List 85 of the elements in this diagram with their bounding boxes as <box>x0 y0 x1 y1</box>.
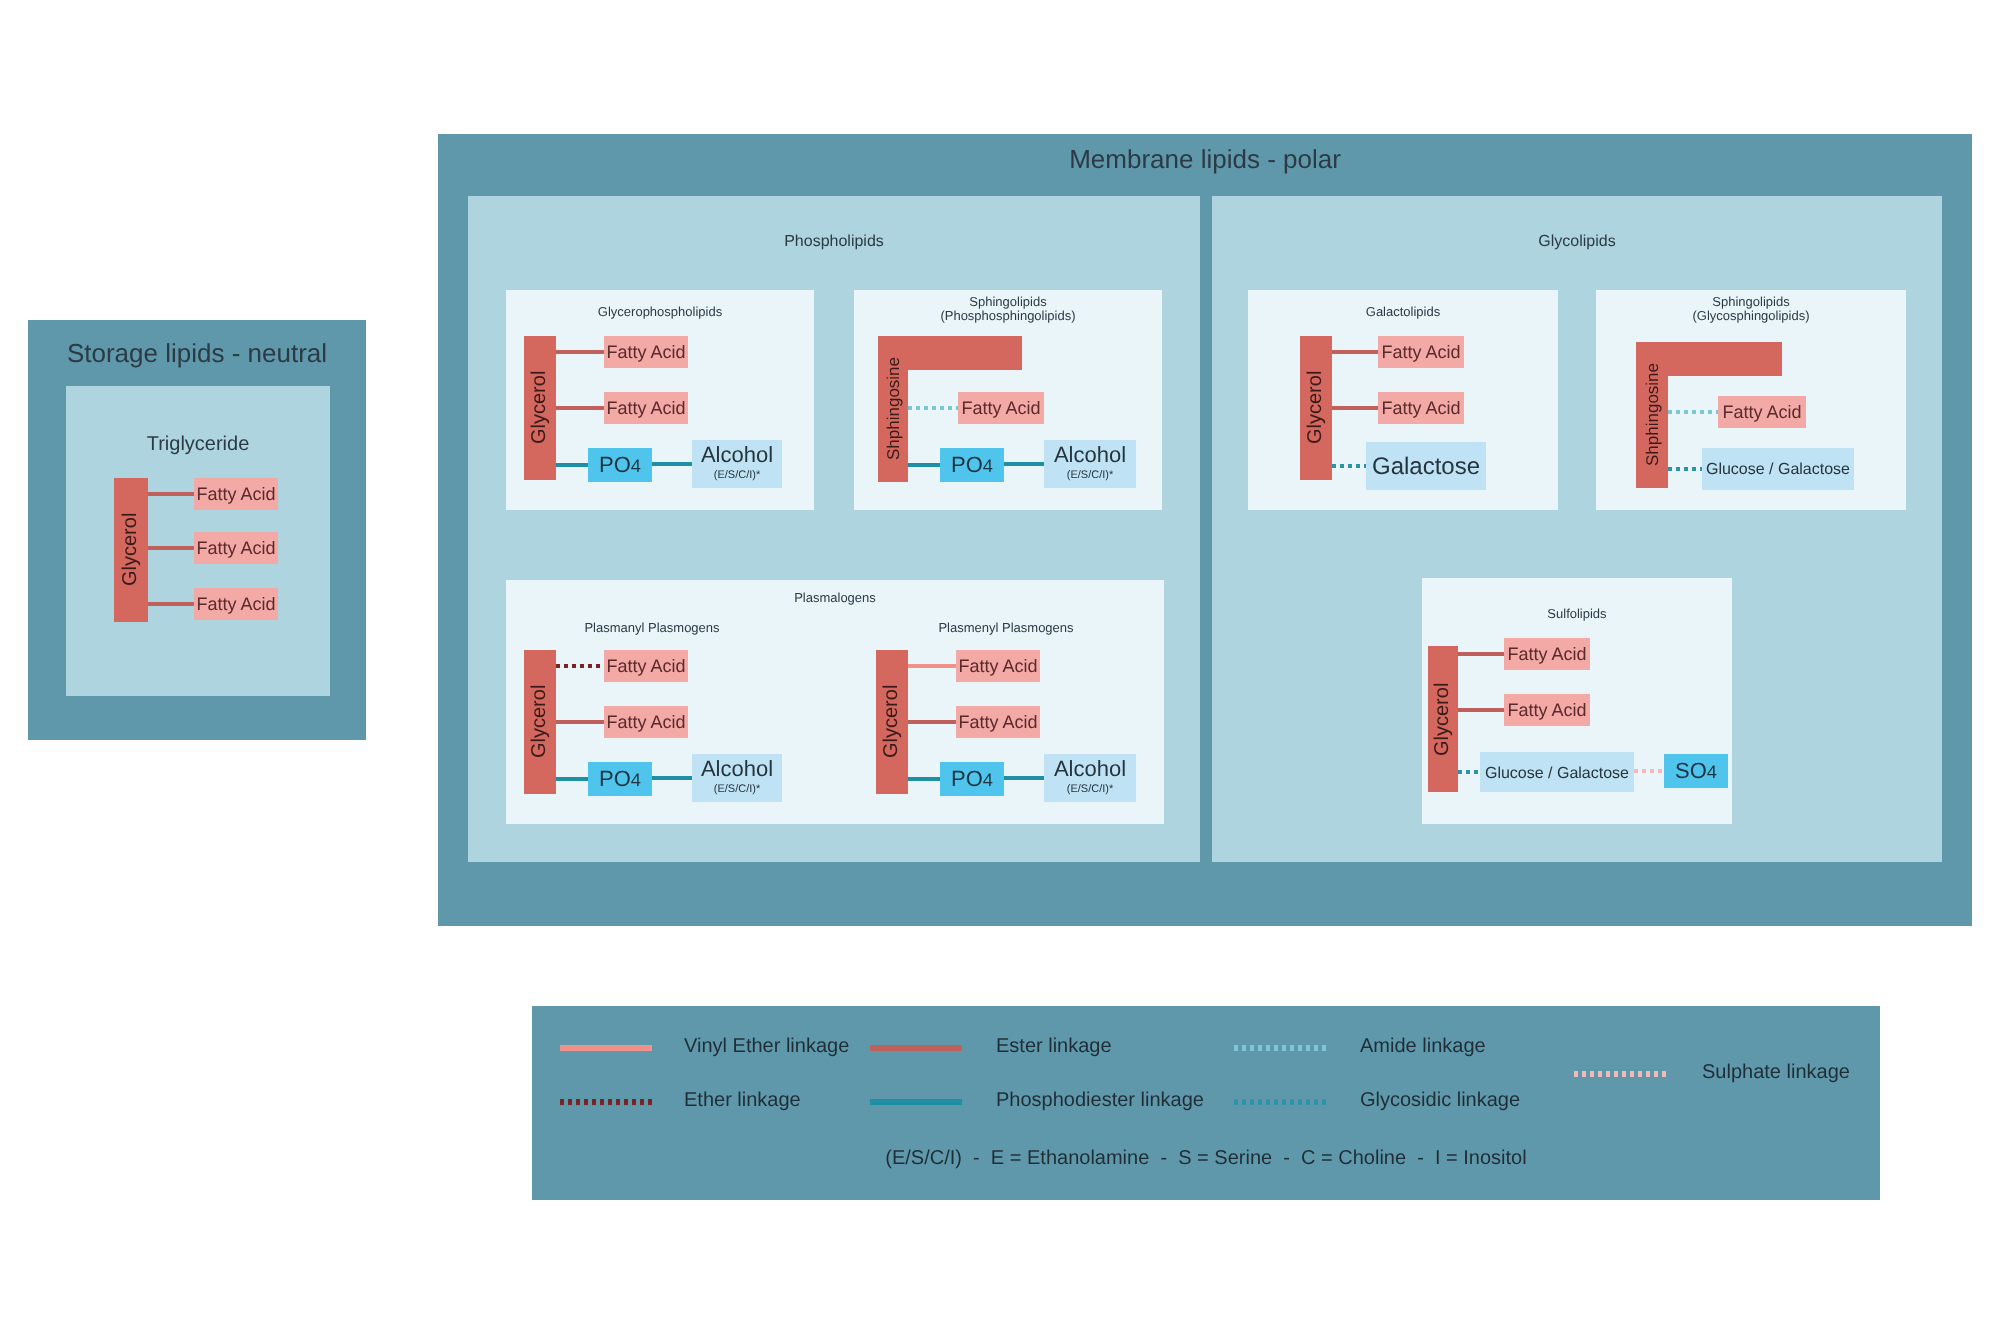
linkage-line <box>556 350 604 354</box>
linkage-line <box>556 664 604 668</box>
linkage-line <box>1004 462 1044 466</box>
linkage-line <box>1668 410 1718 414</box>
footnote: (E/S/C/I) - E = Ethanolamine - S = Serine - C = Choline - I = Inositol <box>885 1148 1527 1170</box>
legend-label: Amide linkage <box>1360 1036 1486 1058</box>
fatty-acid-block: Fatty Acid <box>194 478 278 510</box>
linkage-line <box>652 776 692 780</box>
linkage-line <box>1634 769 1664 773</box>
linkage-line <box>556 406 604 410</box>
linkage-line <box>148 602 194 606</box>
fatty-acid-block: Fatty Acid <box>1378 392 1464 424</box>
linkage-line <box>556 720 604 724</box>
linkage-line <box>1004 776 1044 780</box>
block-label: Alcohol <box>698 442 776 470</box>
heading: Storage lipids - neutral <box>64 340 330 370</box>
linkage-line <box>908 720 956 724</box>
fatty-acid-block: Fatty Acid <box>958 392 1044 424</box>
glycerol-bar: Glycerol <box>1428 646 1458 792</box>
glycerol-bar: Glycerol <box>1300 336 1332 480</box>
heading: Glycolipids <box>1536 232 1618 251</box>
fatty-acid-block: Fatty Acid <box>1504 638 1590 670</box>
fatty-acid-block: Fatty Acid <box>1378 336 1464 368</box>
subclass-card <box>1596 290 1906 510</box>
sugar-block: Glucose / Galactose <box>1480 752 1634 792</box>
block-label: Alcohol <box>698 756 776 784</box>
backbone-label: Shphingosine <box>881 355 905 465</box>
linkage-line <box>1332 350 1378 354</box>
fatty-acid-block: Fatty Acid <box>1718 396 1806 428</box>
alcohol-block <box>692 754 782 802</box>
fatty-acid-block: Fatty Acid <box>604 336 688 368</box>
alcohol-block <box>692 440 782 488</box>
legend-label: Ester linkage <box>996 1036 1112 1058</box>
heading: Triglyceride <box>144 434 252 457</box>
subclass-card <box>854 290 1162 510</box>
glycerol-bar: Glycerol <box>524 336 556 480</box>
alcohol-block <box>1044 440 1136 488</box>
linkage-line <box>1458 652 1504 656</box>
glycerol-bar: Glycerol <box>524 650 556 794</box>
linkage-line <box>908 463 940 467</box>
linkage-line <box>908 406 958 410</box>
linkage-line <box>1332 406 1378 410</box>
category-panel <box>66 386 330 696</box>
linkage-line <box>908 664 956 668</box>
block-label: Alcohol <box>1051 756 1129 784</box>
fatty-acid-block: Fatty Acid <box>194 532 278 564</box>
category-panel <box>468 196 1200 862</box>
linkage-line <box>1458 770 1480 774</box>
linkage-line <box>652 462 692 466</box>
fatty-acid-block: Fatty Acid <box>604 706 688 738</box>
linkage-line <box>148 492 194 496</box>
subclass-card <box>506 290 814 510</box>
fatty-acid-block: Fatty Acid <box>604 650 688 682</box>
linkage-line <box>1458 708 1504 712</box>
backbone-label: Shphingosine <box>1640 361 1664 471</box>
subclass-card <box>1248 290 1558 510</box>
sugar-block: Galactose <box>1366 442 1486 490</box>
legend-label: Vinyl Ether linkage <box>684 1036 850 1058</box>
glycerol-bar: Glycerol <box>114 478 148 622</box>
linkage-line <box>1332 464 1366 468</box>
fatty-acid-block: Fatty Acid <box>604 392 688 424</box>
heading: Membrane lipids - polar <box>1067 146 1343 176</box>
linkage-line <box>908 777 940 781</box>
heading: Phospholipids <box>782 232 886 251</box>
subclass-card <box>506 580 1164 824</box>
category-panel <box>1212 196 1942 862</box>
legend-label: Phosphodiester linkage <box>996 1090 1204 1112</box>
legend-label: Ether linkage <box>684 1090 801 1112</box>
subclass-card <box>1422 578 1732 824</box>
fatty-acid-block: Fatty Acid <box>194 588 278 620</box>
group-panel <box>28 320 366 740</box>
block-label: Alcohol <box>1051 442 1129 470</box>
glycerol-bar: Glycerol <box>876 650 908 794</box>
linkage-line <box>1668 467 1702 471</box>
fatty-acid-block: Fatty Acid <box>1504 694 1590 726</box>
fatty-acid-block: Fatty Acid <box>956 706 1040 738</box>
sugar-block: Glucose / Galactose <box>1702 448 1854 490</box>
fatty-acid-block: Fatty Acid <box>956 650 1040 682</box>
group-panel <box>438 134 1972 926</box>
legend-label: Sulphate linkage <box>1702 1062 1850 1084</box>
alcohol-block <box>1044 754 1136 802</box>
legend-label: Glycosidic linkage <box>1360 1090 1521 1112</box>
linkage-line <box>148 546 194 550</box>
linkage-line <box>556 463 588 467</box>
linkage-line <box>556 777 588 781</box>
